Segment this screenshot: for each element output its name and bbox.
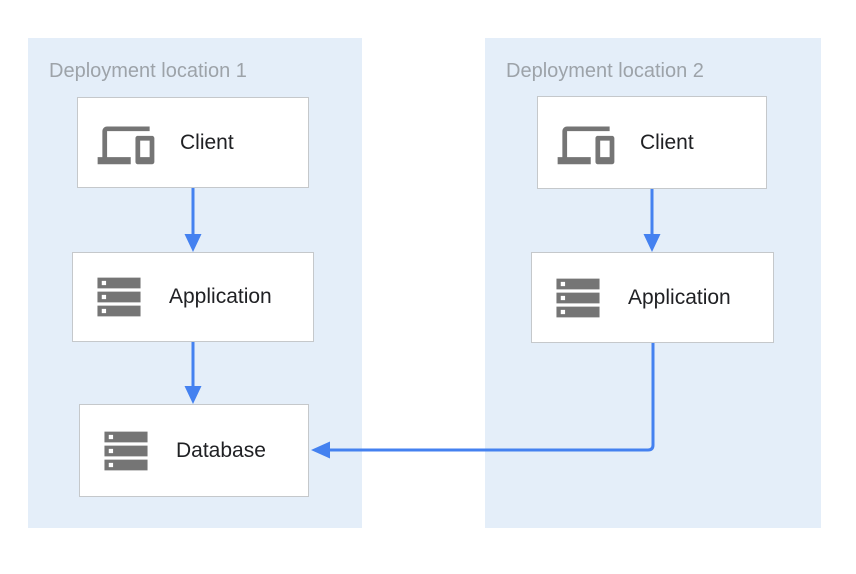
- panel-deployment-location-1: Deployment location 1 Client Application: [28, 38, 362, 528]
- node-application-1: Application: [72, 252, 314, 342]
- node-label: Client: [180, 130, 234, 154]
- panel-title: Deployment location 1: [49, 60, 247, 82]
- node-label: Application: [169, 285, 272, 308]
- devices-icon: [556, 117, 616, 169]
- panel-deployment-location-2: Deployment location 2 Client Application: [485, 38, 821, 528]
- node-client-1: Client: [77, 97, 309, 188]
- devices-icon: [96, 117, 156, 169]
- server-icon: [93, 269, 145, 325]
- node-database-1: Database: [79, 404, 309, 497]
- node-application-2: Application: [531, 252, 774, 343]
- node-client-2: Client: [537, 96, 767, 189]
- server-icon: [552, 270, 604, 326]
- server-icon: [100, 423, 152, 479]
- node-label: Application: [628, 285, 731, 309]
- panel-title: Deployment location 2: [506, 60, 704, 82]
- node-label: Database: [176, 438, 266, 462]
- node-label: Client: [640, 130, 694, 154]
